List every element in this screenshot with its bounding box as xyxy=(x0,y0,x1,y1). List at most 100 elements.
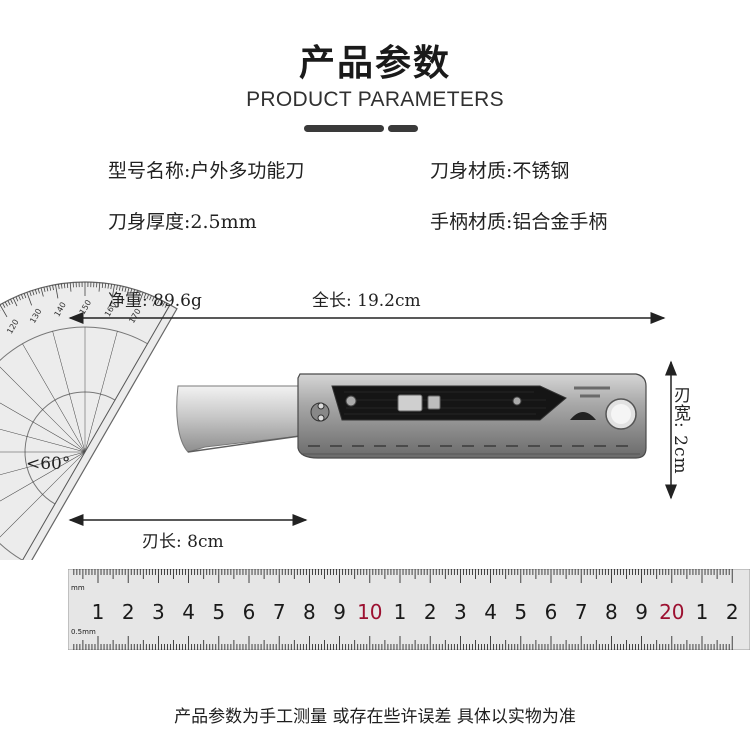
protractor-tick xyxy=(151,296,155,302)
protractor-ray xyxy=(84,331,118,453)
protractor-tick xyxy=(29,291,32,297)
protractor-tick xyxy=(164,303,168,308)
protractor-tick xyxy=(146,294,150,300)
protractor-tick xyxy=(46,286,49,292)
protractor-ray xyxy=(52,331,86,453)
protractor-tick xyxy=(10,299,14,304)
protractor-tick xyxy=(143,293,147,299)
protractor-ray xyxy=(84,327,86,453)
title-divider-long xyxy=(304,125,384,132)
protractor-tick xyxy=(26,292,33,306)
ruler-number: 4 xyxy=(484,600,497,624)
angle-label: <60° xyxy=(26,454,71,474)
knife-handle xyxy=(297,373,647,459)
protractor-tick xyxy=(96,282,98,288)
knife-blade xyxy=(176,385,301,453)
ruler-number: 9 xyxy=(333,600,346,624)
protractor-tick xyxy=(49,285,52,291)
protractor-tick xyxy=(32,290,35,296)
protractor-tick xyxy=(132,289,136,295)
protractor-ray xyxy=(0,363,86,453)
protractor-tick xyxy=(55,284,59,299)
protractor-tick xyxy=(58,284,60,290)
protractor-tick xyxy=(72,282,74,288)
protractor-tick xyxy=(81,282,83,288)
protractor-tick xyxy=(149,295,152,301)
product-illustration: 1020304050607080901001101201301401501601… xyxy=(0,281,677,560)
spec-blade-thickness: 刀身厚度:2.5mm xyxy=(108,211,257,233)
protractor-tick xyxy=(2,303,6,308)
protractor-tick xyxy=(116,285,118,291)
protractor-tick xyxy=(87,282,89,288)
protractor-tick xyxy=(104,283,107,289)
ruler-number: 5 xyxy=(212,600,225,624)
ruler-number: 6 xyxy=(545,600,558,624)
protractor-tick xyxy=(111,284,115,299)
ruler-number: 1 xyxy=(92,600,105,624)
weight-label: 净重: 89.6g xyxy=(108,291,202,311)
protractor-tick xyxy=(93,282,95,288)
protractor-tick xyxy=(52,285,54,291)
protractor-tick xyxy=(66,282,69,288)
protractor-tick xyxy=(137,292,144,306)
ruler-number: 8 xyxy=(303,600,316,624)
protractor-tick xyxy=(162,301,166,307)
protractor-tick xyxy=(159,300,163,306)
page-title: 产品参数 xyxy=(298,43,451,84)
ruler-number: 7 xyxy=(575,600,588,624)
protractor-ray xyxy=(0,389,86,453)
protractor-tick xyxy=(135,290,138,296)
protractor-tick xyxy=(34,289,38,295)
disclaimer-note: 产品参数为手工测量 或存在些许误差 具体以实物为准 xyxy=(174,707,576,727)
spec-blade-material: 刀身材质:不锈钢 xyxy=(430,160,570,182)
ruler-number: 2 xyxy=(424,600,437,624)
protractor-tick xyxy=(37,288,40,294)
protractor: 1020304050607080901001101201301401501601… xyxy=(0,281,178,560)
protractor-ray xyxy=(0,451,86,453)
protractor-tick xyxy=(15,296,19,302)
ruler-unit-bottom: 0.5mm xyxy=(71,628,96,636)
protractor-tick xyxy=(0,304,8,318)
ruler-number: 10 xyxy=(357,600,382,624)
protractor-tick xyxy=(110,284,112,290)
protractor-tick xyxy=(75,282,77,288)
ruler-number: 7 xyxy=(273,600,286,624)
protractor-tick xyxy=(78,282,80,288)
title-divider-short xyxy=(388,125,418,132)
ruler-unit-top: mm xyxy=(71,584,85,592)
ruler-number: 8 xyxy=(605,600,618,624)
protractor-tick xyxy=(43,286,46,292)
blade-length-label: 刃长: 8cm xyxy=(142,532,224,552)
ruler-number: 2 xyxy=(122,600,135,624)
protractor-tick xyxy=(20,294,24,300)
protractor-tick xyxy=(69,282,72,292)
ruler-number: 9 xyxy=(635,600,648,624)
protractor-ray xyxy=(0,451,86,485)
blade-width-label: 刃宽: 2cm xyxy=(670,386,690,475)
protractor-tick xyxy=(107,283,110,289)
ruler-number: 1 xyxy=(696,600,709,624)
protractor-tick xyxy=(12,297,18,307)
protractor-tick xyxy=(124,286,127,292)
protractor-tick xyxy=(130,288,133,294)
protractor-tick xyxy=(18,295,21,301)
protractor-tick xyxy=(63,283,66,289)
protractor-tick xyxy=(98,282,101,292)
protractor-tick xyxy=(7,300,11,306)
protractor-ray xyxy=(0,451,86,515)
protractor-tick xyxy=(4,301,8,307)
total-length-label: 全长: 19.2cm xyxy=(312,291,421,311)
protractor-tick xyxy=(156,299,160,304)
ruler-number: 3 xyxy=(454,600,467,624)
ruler-number: 2 xyxy=(726,600,739,624)
ruler-number: 4 xyxy=(182,600,195,624)
protractor-tick xyxy=(60,283,63,289)
spec-model: 型号名称:户外多功能刀 xyxy=(108,160,305,182)
protractor-tick xyxy=(118,285,121,291)
protractor-ray xyxy=(0,419,86,453)
protractor-tick xyxy=(23,293,27,299)
protractor-ray xyxy=(22,343,86,453)
protractor-tick xyxy=(101,282,104,288)
ruler-number: 20 xyxy=(659,600,684,624)
